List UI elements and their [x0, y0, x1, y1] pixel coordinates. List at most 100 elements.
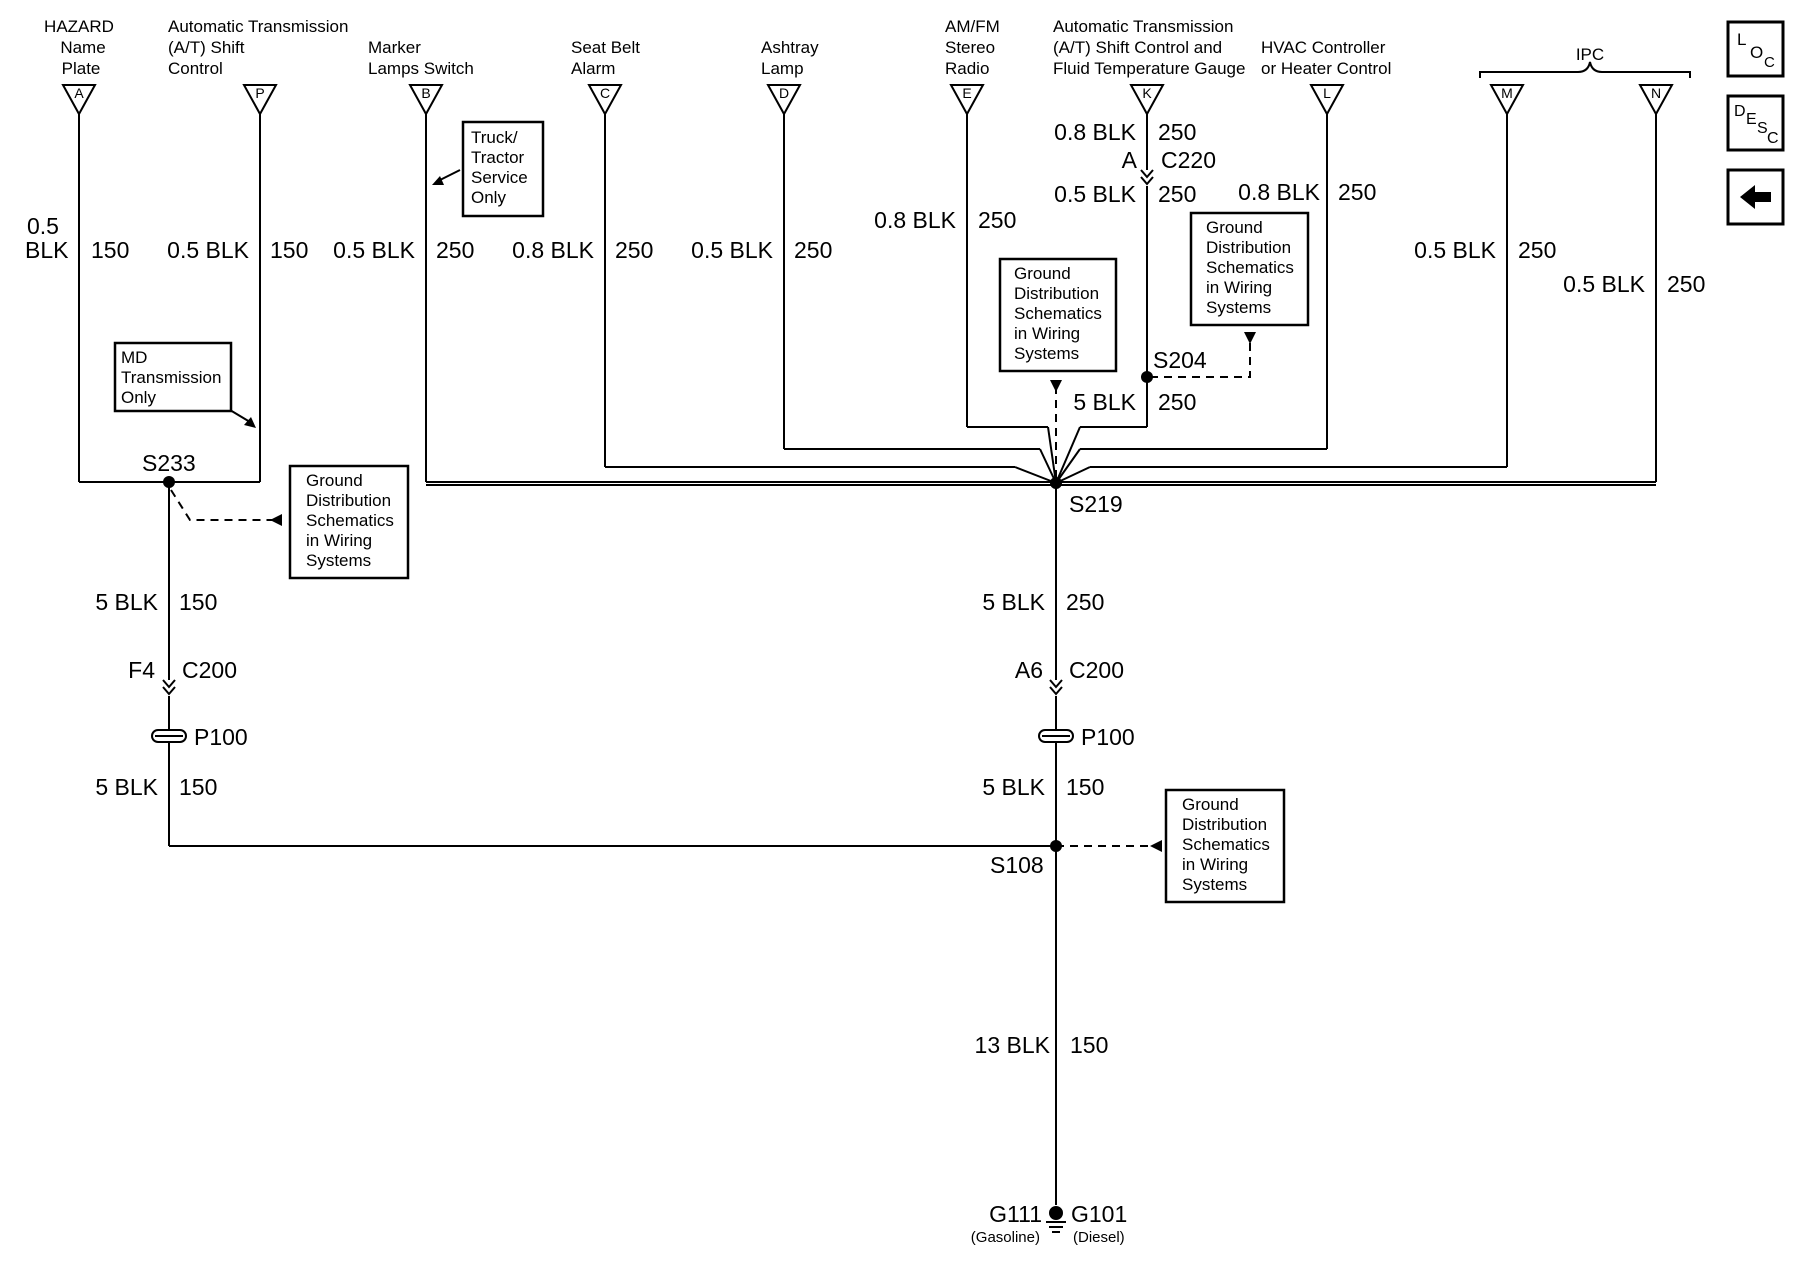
svg-text:M: M	[1501, 85, 1513, 101]
svg-text:(A/T) Shift Control and: (A/T) Shift Control and	[1053, 38, 1222, 57]
connector-e: E AM/FM Stereo Radio	[945, 17, 1000, 117]
note-ground-dist-s233: Ground Distribution Schematics in Wiring…	[288, 464, 410, 580]
svg-text:HAZARD: HAZARD	[44, 17, 114, 36]
svg-text:Ground: Ground	[1014, 264, 1071, 283]
note-ground-dist-s108: Ground Distribution Schematics in Wiring…	[1164, 788, 1286, 904]
svg-text:Alarm: Alarm	[571, 59, 615, 78]
svg-text:Marker: Marker	[368, 38, 421, 57]
wires	[78, 114, 1657, 1205]
svg-text:S: S	[1757, 120, 1768, 137]
svg-text:0.5 BLK: 0.5 BLK	[167, 237, 249, 263]
svg-text:250: 250	[615, 237, 653, 263]
svg-text:Distribution: Distribution	[1182, 815, 1267, 834]
ground-symbol	[1046, 1206, 1066, 1233]
loc-button[interactable]: L O C	[1726, 20, 1785, 78]
svg-text:P100: P100	[1081, 724, 1135, 750]
svg-text:S108: S108	[990, 852, 1044, 878]
svg-text:AM/FM: AM/FM	[945, 17, 1000, 36]
note-truck-tractor: Truck/ Tractor Service Only	[432, 120, 545, 218]
svg-text:(Gasoline): (Gasoline)	[971, 1229, 1040, 1246]
svg-text:C200: C200	[182, 657, 237, 683]
note-ground-dist-s204: Ground Distribution Schematics in Wiring…	[1189, 211, 1310, 327]
svg-text:Radio: Radio	[945, 59, 989, 78]
connector-p: P Automatic Transmission (A/T) Shift Con…	[168, 17, 348, 117]
svg-text:250: 250	[1066, 589, 1104, 615]
svg-text:F4: F4	[128, 657, 155, 683]
note-md-transmission: MD Transmission Only	[113, 341, 256, 428]
svg-text:0.8 BLK: 0.8 BLK	[874, 207, 956, 233]
connector-n: N	[1638, 84, 1674, 117]
back-button[interactable]	[1726, 168, 1785, 226]
svg-text:250: 250	[1158, 389, 1196, 415]
svg-text:250: 250	[1518, 237, 1556, 263]
svg-text:C220: C220	[1161, 147, 1216, 173]
svg-text:Distribution: Distribution	[306, 491, 391, 510]
wire-labels: 0.5 BLK 150 0.5 BLK 150 0.5 BLK 250 0.8 …	[25, 119, 1705, 1058]
svg-text:O: O	[1750, 43, 1763, 62]
svg-text:(Diesel): (Diesel)	[1073, 1229, 1125, 1246]
svg-text:0.5: 0.5	[27, 213, 59, 239]
svg-text:0.8 BLK: 0.8 BLK	[512, 237, 594, 263]
svg-text:250: 250	[1158, 181, 1196, 207]
inline-connector-labels: A C220 F4 C200 A6 C200 P100 P100	[128, 147, 1216, 750]
svg-text:250: 250	[1158, 119, 1196, 145]
connector-k: K Automatic Transmission (A/T) Shift Con…	[1053, 17, 1245, 117]
splice-s233-dot	[163, 476, 175, 488]
svg-text:BLK: BLK	[25, 237, 69, 263]
svg-text:150: 150	[270, 237, 308, 263]
svg-text:Truck/: Truck/	[471, 128, 518, 147]
svg-text:5 BLK: 5 BLK	[95, 589, 158, 615]
dashed-refs	[170, 340, 1251, 847]
svg-text:0.5 BLK: 0.5 BLK	[1563, 271, 1645, 297]
svg-text:G101: G101	[1071, 1201, 1127, 1227]
connector-l: L HVAC Controller or Heater Control	[1261, 38, 1391, 117]
svg-text:Ground: Ground	[1206, 218, 1263, 237]
right-c200-connector	[1049, 679, 1063, 696]
svg-text:Ground: Ground	[306, 471, 363, 490]
svg-text:C: C	[600, 85, 610, 101]
arrow-s108-ref	[1150, 840, 1162, 852]
svg-text:0.8 BLK: 0.8 BLK	[1238, 179, 1320, 205]
svg-text:C200: C200	[1069, 657, 1124, 683]
svg-text:A: A	[74, 85, 84, 101]
svg-text:250: 250	[794, 237, 832, 263]
svg-text:Schematics: Schematics	[1014, 304, 1102, 323]
left-arrow-icon	[1740, 185, 1771, 209]
arrow-s219-ref	[1050, 380, 1062, 392]
svg-text:(A/T) Shift: (A/T) Shift	[168, 38, 245, 57]
svg-text:K: K	[1142, 85, 1152, 101]
note-ground-dist-s219: Ground Distribution Schematics in Wiring…	[998, 257, 1118, 373]
svg-text:Fluid Temperature Gauge: Fluid Temperature Gauge	[1053, 59, 1245, 78]
left-p100	[151, 729, 187, 743]
svg-text:in Wiring: in Wiring	[1206, 278, 1272, 297]
svg-text:Distribution: Distribution	[1206, 238, 1291, 257]
svg-text:S233: S233	[142, 450, 196, 476]
svg-text:150: 150	[179, 774, 217, 800]
splice-s204-dot	[1141, 371, 1153, 383]
connector-m: M	[1489, 84, 1525, 117]
svg-text:Control: Control	[168, 59, 223, 78]
svg-text:0.5 BLK: 0.5 BLK	[1414, 237, 1496, 263]
svg-text:P100: P100	[194, 724, 248, 750]
svg-text:N: N	[1651, 85, 1661, 101]
svg-text:C: C	[1764, 54, 1775, 71]
svg-text:L: L	[1323, 85, 1331, 101]
svg-text:Stereo: Stereo	[945, 38, 995, 57]
svg-text:Plate: Plate	[62, 59, 101, 78]
svg-text:D: D	[779, 85, 789, 101]
connector-c: C Seat Belt Alarm	[571, 38, 640, 117]
desc-button[interactable]: D E S C	[1726, 94, 1785, 152]
connector-b: B Marker Lamps Switch	[368, 38, 474, 117]
ipc-bracket: IPC	[1479, 45, 1691, 78]
c220-connector	[1140, 169, 1154, 186]
svg-text:Schematics: Schematics	[306, 511, 394, 530]
svg-text:L: L	[1737, 30, 1746, 49]
svg-text:P: P	[255, 85, 264, 101]
svg-text:Transmission: Transmission	[121, 368, 221, 387]
svg-text:Lamp: Lamp	[761, 59, 804, 78]
svg-text:Systems: Systems	[306, 551, 371, 570]
svg-text:in Wiring: in Wiring	[1014, 324, 1080, 343]
right-p100	[1038, 729, 1074, 743]
svg-text:Schematics: Schematics	[1206, 258, 1294, 277]
